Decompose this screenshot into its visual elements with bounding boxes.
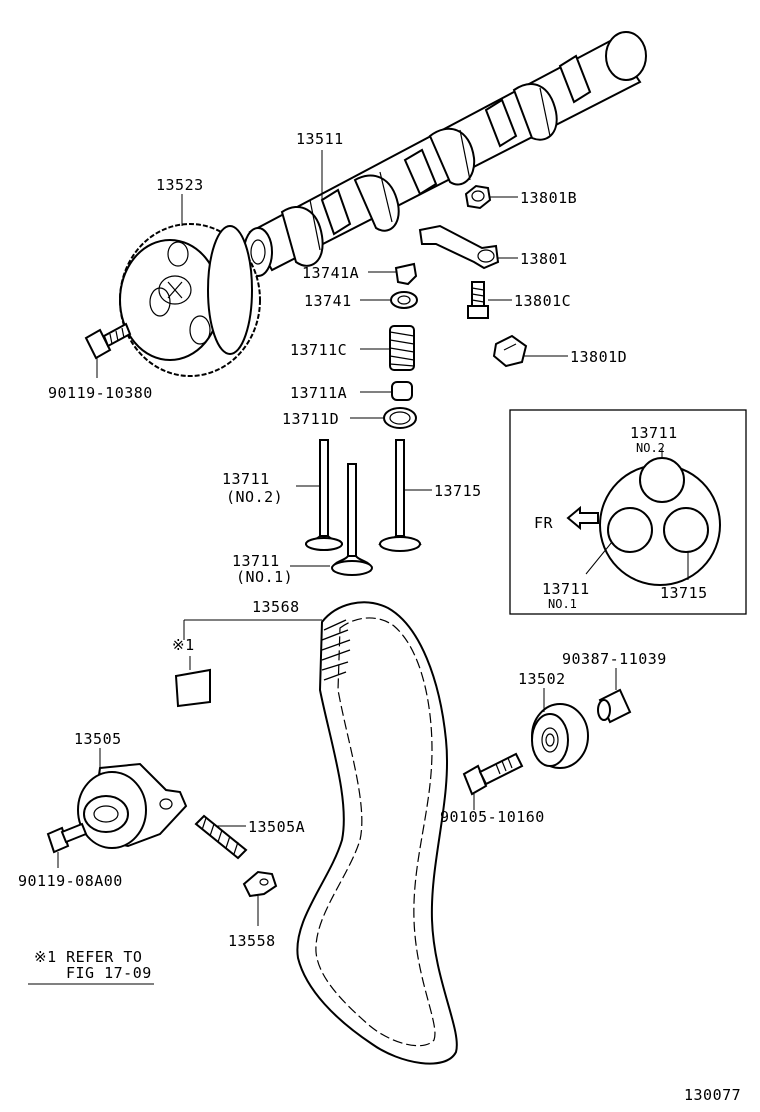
valve-position-inset [509,409,747,615]
label-timing-belt: 13568 [252,598,300,616]
gear-bolt[interactable] [84,322,132,360]
note-line-1: ※1 REFER TO [34,948,142,966]
rocker-nut[interactable] [464,184,492,210]
inset-label-top-sub: NO.2 [636,441,665,455]
timing-belt[interactable] [296,601,458,1065]
spring-retainer[interactable] [390,291,418,309]
valve-stem-seal[interactable] [391,381,413,401]
idler-bolt[interactable] [462,752,524,796]
label-retainer: 13741 [304,292,352,310]
rocker-bolt[interactable] [467,281,489,319]
tensioner-bolt[interactable] [46,822,88,854]
label-valve-spring: 13711C [290,341,347,359]
figure-id: 130077 [684,1086,741,1104]
label-rocker-bolt: 13801C [514,292,571,310]
label-intake-no2: 13711 [222,470,270,488]
label-stem-seal: 13711A [290,384,347,402]
label-cam-gear: 13523 [156,176,204,194]
idler-bushing[interactable] [597,688,632,724]
label-tensioner-bolt: 90119-08A00 [18,872,123,890]
label-rocker-plate: 13801D [570,348,627,366]
label-bracket: 13558 [228,932,276,950]
spring-seat[interactable] [383,407,417,429]
label-rocker-arm: 13801 [520,250,568,268]
label-rocker-nut: 13801B [520,189,577,207]
tensioner-spring[interactable] [194,814,248,860]
cam-gear[interactable] [119,223,261,377]
exhaust-valve[interactable] [378,439,422,552]
camshaft[interactable] [243,31,647,277]
rocker-plate[interactable] [492,334,528,368]
label-intake-no1: 13711 [232,552,280,570]
label-spring-seat: 13711D [282,410,339,428]
front-arrow-icon [566,505,599,531]
note-line-2: FIG 17-09 [66,964,152,982]
valve-spring[interactable] [389,325,415,371]
label-ref-mark: ※1 [172,636,195,654]
reference-part-icon [174,668,211,708]
label-camshaft: 13511 [296,130,344,148]
label-idler-bushing: 90387-11039 [562,650,667,668]
tensioner-bracket[interactable] [242,870,278,898]
inset-label-right: 13715 [660,584,708,602]
label-exhaust-valve: 13715 [434,482,482,500]
rocker-arm[interactable] [418,224,500,270]
label-idler-bolt: 90105-10160 [440,808,545,826]
idler-pulley[interactable] [531,703,589,769]
label-intake-no2-sub: (NO.2) [226,488,283,506]
label-idler-pulley: 13502 [518,670,566,688]
intake-valve-no2[interactable] [304,439,344,551]
label-tensioner: 13505 [74,730,122,748]
label-keeper: 13741A [302,264,359,282]
label-intake-no1-sub: (NO.1) [236,568,293,586]
tensioner-pulley[interactable] [77,762,188,849]
inset-label-fr: FR [534,514,554,532]
valve-keeper[interactable] [394,262,418,286]
label-tensioner-spring: 13505A [248,818,305,836]
intake-valve-no1[interactable] [331,463,373,576]
label-gear-bolt: 90119-10380 [48,384,153,402]
inset-label-left: 13711 [542,580,590,598]
inset-label-left-sub: NO.1 [548,597,577,611]
inset-label-top: 13711 [630,424,678,442]
